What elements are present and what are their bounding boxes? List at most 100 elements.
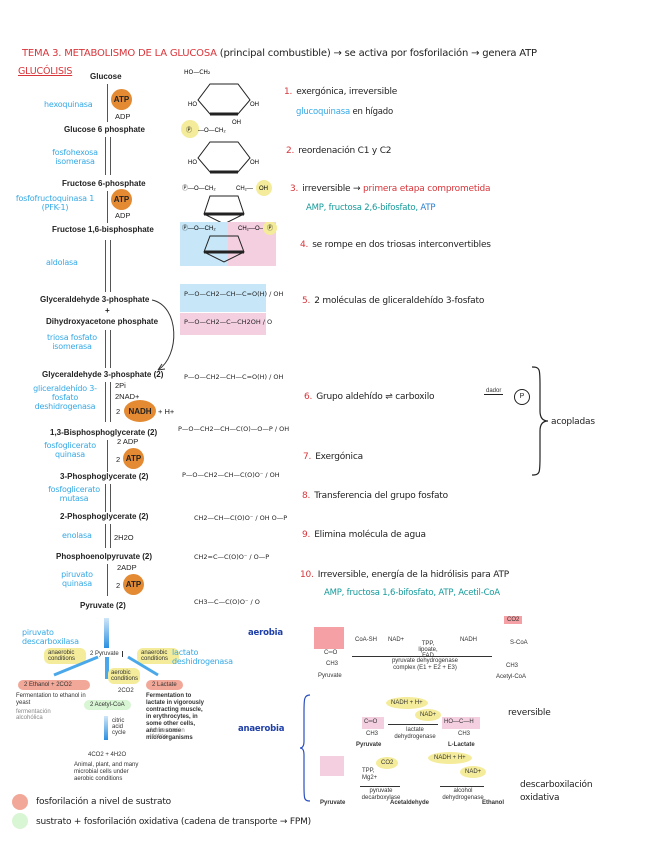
metabolite-pyruvate: Pyruvate (2)	[80, 601, 126, 610]
fate-arrows	[53, 655, 159, 679]
pdc-cofactors: TPP, Mg2+	[362, 768, 378, 781]
ldh-co: C═O	[364, 719, 378, 725]
legend-dot-oxidative	[12, 813, 28, 829]
enzyme-lactato-deshidrogenasa: lactato deshidrogenasa	[172, 648, 233, 666]
reversible-arrow	[105, 240, 111, 292]
ldh-pyruvate: Pyruvate	[356, 742, 382, 748]
svg-text:CH₂—: CH₂—	[236, 186, 253, 192]
coef-2: 2	[116, 407, 121, 416]
plus-sign: +	[105, 306, 110, 315]
structure-13bpg: P—O—CH2—CH—C(O)—O—P / OH	[178, 425, 290, 433]
metabolite-pep: Phosphoenolpyruvate (2)	[56, 552, 153, 561]
note-7: 7.Exergónica	[303, 452, 363, 462]
lactate-note: fermentación láctica	[150, 728, 185, 740]
metabolite-g3p: Glyceraldehyde 3-phosphate	[40, 295, 150, 304]
reaction-arrow	[107, 84, 108, 122]
metabolite-dhap: Dihydroxyacetone phosphate	[46, 317, 159, 326]
cond-left: anaerobic conditions	[44, 648, 86, 664]
svg-text:OH: OH	[250, 102, 259, 108]
pdc-co2: CO2	[376, 757, 399, 769]
enzyme-enolasa: enolasa	[62, 531, 92, 540]
note-2: 2.reordenación C1 y C2	[286, 146, 392, 156]
cond-right: anaerobic conditions	[137, 648, 179, 664]
bracket-icon	[531, 366, 549, 476]
pdh-reaction-arrow	[352, 656, 492, 657]
co2-label: 2CO2	[118, 688, 134, 694]
pdh-ch3-product: CH3	[506, 663, 519, 669]
pdh-ch3: CH3	[326, 661, 339, 667]
adh-reaction-arrow	[440, 786, 484, 787]
title-main: TEMA 3. METABOLISMO DE LA GLUCOSA	[22, 48, 217, 59]
svg-text:Ⓟ—O—CH₂: Ⓟ—O—CH₂	[182, 184, 216, 192]
pdc-acetaldehyde: Acetaldehyde	[390, 800, 430, 806]
final-products: 4CO2 + 4H2O	[88, 752, 127, 758]
pdh-coash: CoA-SH	[355, 637, 378, 643]
note-3-sub: AMP, fructosa 2,6-bifosfato, ATP	[306, 203, 436, 213]
pdc-pyruvate: Pyruvate	[320, 800, 346, 806]
cond-mid: aerobic conditions	[108, 668, 140, 684]
pdh-scoa: S-CoA	[510, 640, 528, 646]
atp-badge: ATP	[111, 189, 132, 210]
down-arrow	[104, 716, 108, 740]
svg-text:OH: OH	[250, 160, 259, 166]
pdc-reaction-arrow	[360, 786, 400, 787]
structure-pep: CH2=C—C(O)O⁻ / O—P	[194, 553, 270, 561]
metabolite-3pg: 3-Phosphoglycerate (2)	[60, 472, 149, 481]
metabolite-g6p: Glucose 6 phosphate	[64, 125, 145, 134]
nad-label: 2NAD+	[115, 392, 140, 401]
note-10-sub: AMP, fructosa 1,6-bifosfato, ATP, Acetil…	[324, 588, 500, 598]
ethanol-note: fermentación alcohólica	[16, 709, 51, 721]
cycle-label: citric acid cycle	[112, 718, 126, 736]
atp-badge: ATP	[111, 89, 132, 110]
phosphate-circle-icon: P	[514, 389, 530, 405]
fate-center-pyruvate: 2 Pyruvate	[90, 651, 123, 657]
legend-dot-substrate	[12, 794, 28, 810]
svg-text:HO: HO	[188, 102, 197, 108]
svg-text:Ⓟ—O—CH₂: Ⓟ—O—CH₂	[182, 224, 216, 232]
box-acetyl-coa: 2 Acetyl-CoA	[84, 700, 131, 710]
box-ethanol: 2 Ethanol + 2CO2	[18, 680, 90, 690]
anaerobic-brace-icon	[300, 694, 311, 802]
water-label: 2H2O	[114, 533, 134, 542]
note-10: 10.Irreversible, energía de la hidrólisi…	[300, 570, 510, 580]
enzyme-pgk: fosfoglicerato quinasa	[44, 441, 96, 459]
structure-pyruvate: CH3—C—C(O)O⁻ / O	[194, 598, 260, 606]
ldh-enzyme: lactate dehydrogenase	[394, 727, 436, 740]
title-rest: (principal combustible) → se activa por …	[219, 48, 537, 59]
pdh-pyruvate: Pyruvate	[318, 673, 342, 679]
note-3: 3.irreversible → primera etapa compromet…	[290, 184, 491, 194]
oxidative-label: oxidativa	[520, 793, 560, 803]
down-arrow	[104, 618, 109, 648]
note-9: 9.Elimina molécula de agua	[302, 530, 426, 540]
structure-g3p-2: P—O—CH2—CH—C=O(H) / OH	[184, 373, 284, 381]
note-6: 6.Grupo aldehído ⇌ carboxilo	[304, 392, 435, 402]
reaction-arrow	[107, 564, 108, 596]
structure-2pg: CH2—CH—C(O)O⁻ / OH O—P	[194, 514, 288, 522]
acopladas-label: acopladas	[551, 417, 595, 427]
reversible-arrow	[105, 137, 111, 175]
lactate-desc: Fermentation to lactate in vigorously co…	[146, 693, 205, 741]
metabolite-f16bp: Fructose 1,6-bisphosphate	[52, 225, 154, 234]
metabolite-g3p-2: Glyceraldehyde 3-phosphate (2)	[42, 370, 164, 379]
atp-badge: ATP	[123, 574, 144, 595]
pdh-nadh: NADH	[460, 637, 478, 643]
pdh-nad: NAD+	[388, 637, 405, 643]
note-1-sub: glucoquinasa en hígado	[296, 107, 393, 117]
metabolite-glucose: Glucose	[90, 72, 122, 81]
aerobia-label: aerobia	[248, 628, 283, 638]
ldh-nad: NAD+	[415, 709, 442, 721]
adp-label: 2ADP	[117, 563, 137, 572]
f16bp-highlight-blue	[180, 222, 228, 266]
ldh-lactate: L-Lactate	[448, 742, 475, 748]
ldh-ch3: CH3	[366, 731, 379, 737]
coef-2: 2	[116, 455, 121, 464]
legend-substrate-text: fosforilación a nivel de sustrato	[36, 797, 171, 807]
reversible-arrow	[105, 484, 111, 512]
svg-text:Ⓟ: Ⓟ	[267, 224, 273, 232]
dador-arrow: dador	[484, 388, 504, 395]
box-lactate: 2 Lactate	[146, 680, 183, 690]
pdh-acetyl-coa: Acetyl-CoA	[496, 674, 527, 680]
adp-label: 2 ADP	[117, 437, 139, 446]
metabolite-13bpg: 1,3-Bisphosphoglycerate (2)	[50, 428, 158, 437]
